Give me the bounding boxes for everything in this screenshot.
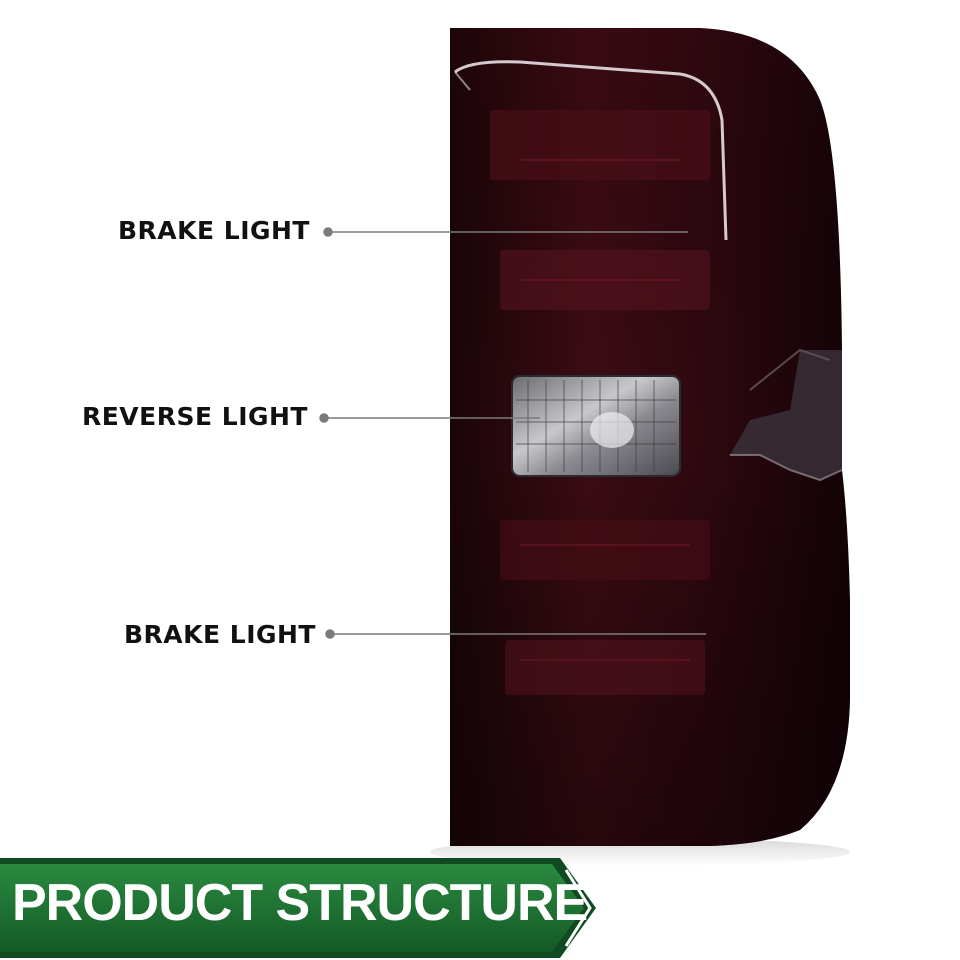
banner-title: PRODUCT STRUCTURE xyxy=(12,874,588,932)
callout-lines xyxy=(319,227,706,639)
reverse-lens xyxy=(511,375,681,477)
product-structure-banner xyxy=(0,858,596,958)
brake-light-lower-label: BRAKE LIGHT xyxy=(123,620,316,649)
brake-light-upper-label: BRAKE LIGHT xyxy=(117,216,310,245)
chevron-right-icon xyxy=(564,869,592,947)
reverse-light-label: REVERSE LIGHT xyxy=(81,402,308,431)
